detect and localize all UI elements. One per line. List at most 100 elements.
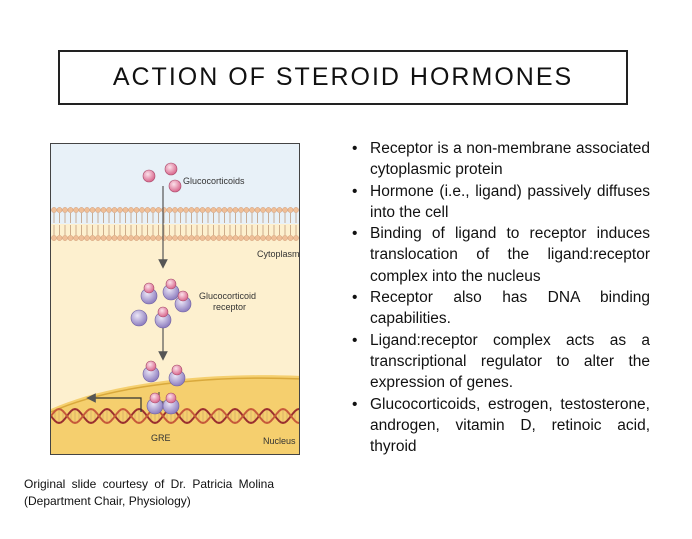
lipid-head: [172, 235, 178, 241]
lipid-head: [128, 235, 134, 241]
bullet-item: • Ligand:receptor complex acts as a trans…: [350, 330, 650, 394]
dna-strand: [51, 407, 299, 425]
lipid-head: [89, 235, 96, 241]
lipid-head: [150, 235, 156, 241]
lipid-head: [271, 235, 277, 241]
lipid-head: [243, 235, 250, 241]
lipid-head: [271, 207, 277, 213]
receptor-protein: [130, 309, 148, 327]
bullet-dot: •: [352, 182, 358, 200]
cell-membrane: [51, 207, 299, 241]
slide-title: ACTION OF STEROID HORMONES: [112, 63, 574, 91]
bullet-item: •Receptor is a non-membrane associated c…: [350, 138, 650, 181]
lipid-head: [287, 207, 294, 213]
lipid-head: [265, 235, 272, 241]
lipid-head: [133, 207, 140, 213]
lipid-head: [161, 235, 167, 241]
lipid-head: [249, 235, 255, 241]
bullet-dot: •: [352, 395, 358, 413]
lipid-head: [293, 235, 299, 241]
lipid-head: [243, 207, 250, 213]
lipid-head: [221, 235, 228, 241]
lipid-head: [155, 235, 162, 241]
lipid-head: [172, 207, 178, 213]
lipid-head: [56, 235, 63, 241]
ligand-molecule: [164, 162, 178, 176]
lipid-head: [56, 207, 63, 213]
transcription-arrow: [86, 393, 142, 412]
bullet-dot: •: [352, 289, 358, 307]
lipid-head: [95, 235, 101, 241]
label-nucleus: Nucleus: [263, 436, 296, 446]
lipid-head: [106, 235, 112, 241]
lipid-head: [188, 235, 195, 241]
lipid-head: [78, 207, 85, 213]
lipid-head: [166, 207, 173, 213]
lipid-head: [221, 207, 228, 213]
lipid-head: [260, 207, 266, 213]
bullet-dot: •: [352, 225, 358, 243]
label-cytoplasm: Cytoplasm: [257, 249, 300, 259]
lipid-head: [89, 207, 96, 213]
lipid-head: [133, 235, 140, 241]
lipid-head: [84, 235, 90, 241]
lipid-head: [293, 207, 299, 213]
lipid-head: [177, 207, 184, 213]
lipid-head: [216, 235, 222, 241]
lipid-head: [227, 235, 233, 241]
lipid-head: [254, 235, 261, 241]
lipid-head: [166, 235, 173, 241]
bullet-dot: •: [352, 331, 358, 349]
lipid-head: [100, 207, 107, 213]
lipid-head: [249, 207, 255, 213]
lipid-head: [282, 207, 288, 213]
lipid-head: [205, 235, 211, 241]
lipid-head: [144, 235, 151, 241]
lipid-head: [183, 235, 189, 241]
bullet-item: • Hormone (i.e., ligand) passively diffus…: [350, 181, 650, 224]
lipid-head: [155, 207, 162, 213]
figure-diagram: Glucocorticoids Cytoplasm Glucocorticoid…: [51, 144, 300, 454]
lipid-head: [227, 207, 233, 213]
lipid-head: [100, 235, 107, 241]
lipid-head: [177, 235, 184, 241]
lipid-head: [161, 207, 167, 213]
ligand-molecule: [165, 392, 177, 404]
lipid-head: [139, 235, 145, 241]
bullet-text: Ligand:receptor complex acts as a transc…: [370, 331, 650, 392]
label-glucocorticoids: Glucocorticoids: [183, 176, 245, 186]
label-receptor-line1: Glucocorticoid: [199, 291, 256, 301]
ligand-molecule: [165, 278, 177, 290]
lipid-head: [183, 207, 189, 213]
bullet-item: •Receptor also has DNA binding capabilit…: [350, 287, 650, 330]
lipid-head: [260, 235, 266, 241]
lipid-head: [216, 207, 222, 213]
ligand-molecule: [157, 306, 169, 318]
lipid-head: [276, 207, 283, 213]
lipid-head: [128, 207, 134, 213]
lipid-head: [139, 207, 145, 213]
lipid-head: [210, 207, 217, 213]
lipid-head: [73, 207, 79, 213]
lipid-head: [122, 207, 129, 213]
bullet-text: Glucocorticoids, estrogen, testosterone,…: [370, 395, 650, 456]
ligand-molecule: [171, 364, 183, 376]
bullet-text: Hormone (i.e., ligand) passively diffuse…: [370, 182, 650, 221]
bullet-item: •Binding of ligand to receptor induces t…: [350, 223, 650, 287]
lipid-head: [287, 235, 294, 241]
title-box: ACTION OF STEROID HORMONES: [58, 50, 628, 105]
lipid-head: [205, 207, 211, 213]
lipid-head: [62, 235, 68, 241]
lipid-head: [282, 235, 288, 241]
lipid-head: [111, 235, 118, 241]
ligand-molecule: [145, 360, 157, 372]
lipid-head: [276, 235, 283, 241]
ligand-molecule: [168, 179, 182, 193]
nuclear-envelope: [51, 377, 299, 413]
bullet-item: • Glucocorticoids, estrogen, testosterone…: [350, 394, 650, 458]
lipid-head: [111, 207, 118, 213]
bullet-text: Receptor is a non-membrane associated cy…: [370, 140, 650, 179]
slide-credit: Original slide courtesy of Dr. Patricia …: [24, 477, 274, 508]
lipid-head: [199, 207, 206, 213]
lipid-head: [210, 235, 217, 241]
